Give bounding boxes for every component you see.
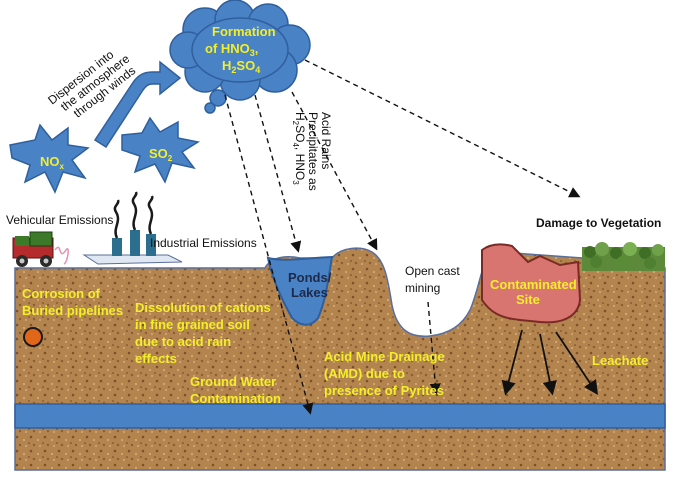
ponds-label-2: Lakes (291, 285, 328, 300)
contaminated-label-1: Contaminated (490, 277, 577, 292)
corrosion-label-2: Buried pipelines (22, 303, 123, 318)
amd-label-3: presence of Pyrites (324, 383, 444, 398)
dissolution-label-2: in fine grained soil (135, 317, 250, 332)
leachate-arrow-3 (555, 331, 598, 395)
vegetation-patch (582, 242, 665, 271)
damage-vegetation-label: Damage to Vegetation (536, 216, 661, 230)
dissolution-label-1: Dissolution of cations (135, 300, 271, 315)
so2-burst (121, 116, 200, 184)
opencast-label-2: mining (405, 281, 440, 295)
nox-label: NOx (40, 154, 65, 171)
groundwater-label-2: Contamination (190, 391, 281, 406)
contaminated-site (481, 243, 582, 324)
cloud (169, 0, 311, 114)
groundwater-label-1: Ground Water (190, 374, 276, 389)
rain-arrow-to-slope (291, 91, 378, 251)
rain-arrow-to-groundwater (224, 94, 314, 415)
cloud-label-2: of HNO3, (205, 41, 258, 58)
amd-label-2: (AMD) due to (324, 366, 405, 381)
dispersion-label: Dispersion into the atmosphere through w… (45, 39, 143, 128)
leachate-arrow-2 (539, 333, 557, 396)
buried-pipe (23, 327, 43, 347)
amd-label-1: Acid Mine Drainage (324, 349, 445, 364)
acid-rain-label: H2SO4, HNO3 Precipitates as Acid Rains (290, 112, 333, 194)
leachate-label: Leachate (592, 353, 648, 368)
leachate-arrow-1 (501, 329, 523, 396)
industrial-emissions-label: Industrial Emissions (150, 236, 257, 250)
corrosion-label-1: Corrosion of (22, 286, 101, 301)
so2-label: SO2 (149, 146, 173, 163)
groundwater-band (14, 403, 666, 429)
wind-arrow (93, 60, 182, 149)
dissolution-label-4: effects (135, 351, 177, 366)
vehicle (12, 231, 69, 267)
rain-arrow-to-vegetation (304, 59, 581, 198)
amd-arrow (427, 301, 441, 395)
industry (82, 191, 183, 265)
cloud-label-3: H2SO4 (222, 58, 260, 75)
vehicular-emissions-label: Vehicular Emissions (6, 213, 113, 227)
contaminated-label-2: Site (516, 292, 540, 307)
opencast-label-1: Open cast (405, 264, 460, 278)
rain-arrow-to-pond (254, 94, 302, 253)
nox-burst (9, 123, 90, 194)
ponds-label-1: Ponds/ (288, 270, 332, 285)
cloud-label-1: Formation (212, 24, 276, 39)
pond-lake (266, 255, 334, 326)
dissolution-label-3: due to acid rain (135, 334, 231, 349)
